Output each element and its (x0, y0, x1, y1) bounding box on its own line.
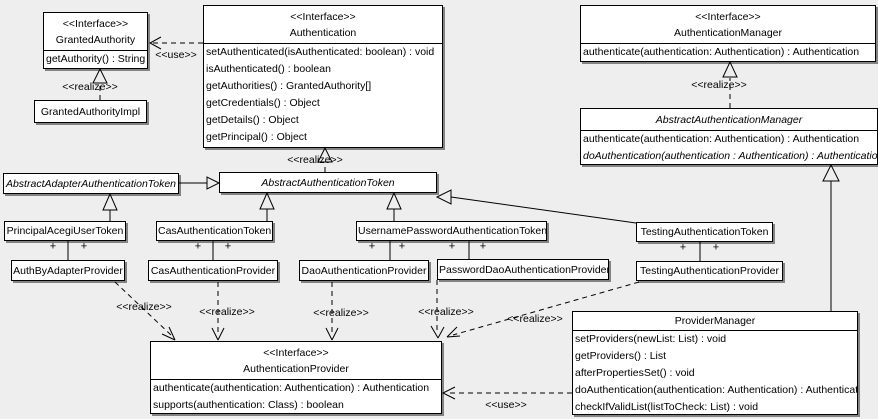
class-cas-authentication-provider[interactable]: CasAuthenticationProvider (148, 260, 278, 281)
class-auth-by-adapter-provider[interactable]: AuthByAdapterProvider (11, 260, 125, 281)
edge-label-realize: <<realize>> (313, 307, 369, 319)
association-plus: + (712, 241, 720, 254)
stereotype: <<Interface>> (263, 347, 329, 359)
association-plus: + (448, 240, 456, 253)
edge-label-realize: <<realize>> (287, 154, 343, 166)
edge-generalize-principaltoken (102, 192, 118, 221)
edge-label-realize: <<realize>> (62, 81, 118, 93)
method: setProviders(newList: List) : void (575, 333, 727, 345)
method: supports(authentication: Class) : boolea… (153, 399, 344, 411)
method: getProviders() : List (575, 350, 667, 362)
association-plus: + (49, 240, 57, 253)
class-name: AbstractAuthenticationToken (261, 176, 395, 189)
class-name: CasAuthenticationToken (158, 225, 272, 237)
edge-generalize-providermanager (822, 163, 840, 311)
class-name: AuthByAdapterProvider (13, 264, 123, 277)
class-username-password-authentication-token[interactable]: UsernamePasswordAuthenticationToken (356, 221, 547, 241)
association-plus: + (368, 240, 376, 253)
association-plus: + (80, 240, 88, 253)
edge-label-realize: <<realize>> (507, 313, 563, 325)
class-authentication-manager[interactable]: <<Interface>> AuthenticationManager auth… (580, 5, 876, 62)
method: authenticate(authentication: Authenticat… (583, 46, 860, 58)
class-provider-manager[interactable]: ProviderManager setProviders(newList: Li… (572, 311, 858, 415)
class-granted-authority[interactable]: <<Interface>> GrantedAuthority getAuthor… (43, 12, 148, 69)
class-name: DaoAuthenticationProvider (301, 264, 427, 277)
class-authentication-provider[interactable]: <<Interface>> AuthenticationProvider aut… (150, 341, 442, 414)
class-cas-authentication-token[interactable]: CasAuthenticationToken (156, 221, 273, 241)
edge-label-realize: <<realize>> (199, 306, 255, 318)
class-name: PrincipalAcegiUserToken (6, 225, 124, 237)
association-plus: + (398, 240, 406, 253)
method: getCredentials() : Object (206, 97, 320, 109)
class-name: GrantedAuthorityImpl (40, 105, 141, 118)
edge-generalize-abstractadaptertoken (179, 176, 221, 190)
class-testing-authentication-token[interactable]: TestingAuthenticationToken (636, 222, 773, 242)
method: getAuthority() : String (46, 53, 146, 65)
class-principal-acegi-user-token[interactable]: PrincipalAcegiUserToken (4, 221, 126, 241)
class-name: TestingAuthenticationToken (640, 226, 769, 238)
edge-use-authentication-grantedauthority (148, 36, 203, 50)
association-plus: + (194, 240, 202, 253)
method: doAuthentication(authentication : Authen… (583, 150, 877, 162)
class-name: AuthenticationManager (674, 27, 782, 39)
association-plus: + (679, 241, 687, 254)
class-name: CasAuthenticationProvider (150, 264, 276, 277)
method: getAuthorities() : GrantedAuthority[] (206, 80, 372, 92)
edge-generalize-testingtoken (435, 189, 637, 224)
class-name: AbstractAuthenticationManager (655, 114, 803, 126)
method: getDetails() : Object (206, 114, 299, 126)
stereotype: <<Interface>> (290, 11, 356, 23)
method: checkIfValidList(listToCheck: List) : vo… (575, 401, 759, 413)
edge-label-realize: <<realize>> (116, 301, 172, 313)
class-dao-authentication-provider[interactable]: DaoAuthenticationProvider (299, 260, 429, 281)
edge-generalize-usernamepasswordtoken (386, 191, 402, 221)
edge-generalize-castoken (259, 191, 275, 221)
class-name: ProviderManager (674, 315, 756, 327)
class-abstract-adapter-authentication-token[interactable]: AbstractAdapterAuthenticationToken (3, 173, 179, 194)
class-name: PasswordDaoAuthenticationProvider (439, 263, 608, 276)
class-name: AuthenticationProvider (243, 363, 349, 375)
class-testing-authentication-provider[interactable]: TestingAuthenticationProvider (636, 261, 783, 281)
class-granted-authority-impl[interactable]: GrantedAuthorityImpl (34, 100, 147, 123)
class-abstract-authentication-token[interactable]: AbstractAuthenticationToken (219, 172, 437, 193)
stereotype: <<Interface>> (62, 18, 129, 30)
method: authenticate(authentication: Authenticat… (583, 133, 860, 145)
edge-label-realize: <<realize>> (418, 306, 474, 318)
edge-label-use: <<use>> (155, 49, 197, 61)
method: doAuthentication(authentication: Authent… (575, 384, 857, 396)
class-name: Authentication (289, 27, 357, 39)
method: getPrincipal() : Object (206, 131, 307, 143)
edge-use-providermanager-authenticationprovider (441, 386, 572, 400)
class-abstract-authentication-manager[interactable]: AbstractAuthenticationManager authentica… (580, 108, 878, 165)
stereotype: <<Interface>> (695, 11, 761, 23)
class-authentication[interactable]: <<Interface>> Authentication setAuthenti… (203, 5, 443, 148)
edge-label-use: <<use>> (485, 399, 527, 411)
association-plus: + (479, 240, 487, 253)
association-plus: + (224, 240, 232, 253)
edge-label-realize: <<realize>> (691, 79, 747, 91)
method: authenticate(authentication: Authenticat… (153, 382, 430, 394)
method: isAuthenticated() : boolean (206, 63, 331, 75)
class-name: AbstractAdapterAuthenticationToken (5, 177, 177, 190)
class-password-dao-authentication-provider[interactable]: PasswordDaoAuthenticationProvider (437, 259, 609, 280)
class-name: UsernamePasswordAuthenticationToken (358, 225, 546, 237)
method: afterPropertiesSet() : void (575, 367, 695, 379)
method: setAuthenticated(isAuthenticated: boolea… (206, 46, 435, 58)
class-name: TestingAuthenticationProvider (640, 265, 779, 277)
class-name: GrantedAuthority (55, 34, 136, 46)
